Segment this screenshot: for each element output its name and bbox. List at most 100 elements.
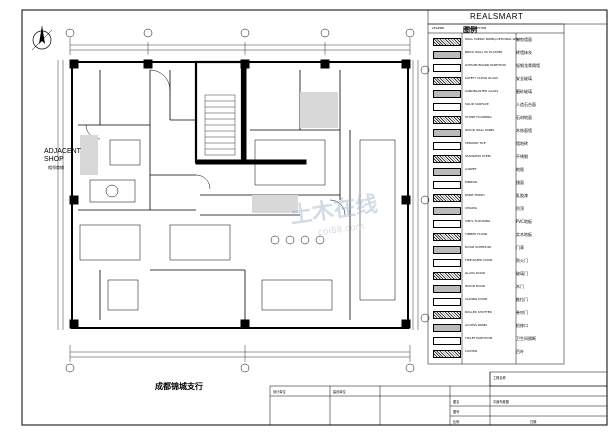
legend-description: ACCESS PANEL [465, 323, 488, 327]
legend-description-cn: 乳胶漆 [516, 193, 528, 198]
legend-row: ROLLER SHUTTER 卷帘门 [430, 308, 562, 321]
legend-symbol-icon [433, 350, 461, 358]
legend-symbol-icon [433, 129, 461, 137]
legend-description-cn: 推拉门 [516, 297, 528, 302]
legend-symbol-icon [433, 51, 461, 59]
legend-description: CEILING [465, 206, 477, 210]
legend-row: CARPET 地毯 [430, 165, 562, 178]
legend-description: BRICK WALL W/ PLASTER [465, 50, 503, 54]
legend-description: DOOR SCHEDULE [465, 245, 492, 249]
legend-description-cn: 木门 [516, 284, 524, 289]
title-block-cell: 设计单位 [273, 390, 286, 394]
legend-description: VINYL FLOORING [465, 219, 491, 223]
legend-symbol-icon [433, 90, 461, 98]
legend-description: FIRE RATED DOOR [465, 258, 493, 262]
legend-symbol-icon [433, 259, 461, 267]
legend-description: CARPET [465, 167, 477, 171]
legend-description-cn: 地毯 [516, 167, 524, 172]
legend-description-cn: 软包墙面 [516, 37, 532, 42]
north-arrow-icon [31, 25, 53, 51]
legend-row: WOOD DOOR 木门 [430, 282, 562, 295]
legend-row: GLASS DOOR 玻璃门 [430, 269, 562, 282]
legend-description-cn: 吊顶 [516, 206, 524, 211]
legend-row: WALL FABRIC PANEL(OPTIONAL WALL)软包墙面 [430, 35, 562, 48]
legend-symbol-icon [433, 194, 461, 202]
legend-symbol-icon [433, 324, 461, 332]
legend-symbol-icon [433, 38, 461, 46]
brand-logo: REALSMART [470, 12, 524, 21]
legend-symbol-icon [433, 77, 461, 85]
legend-symbol-icon [433, 142, 461, 150]
title-block-cell: 建设单位 [333, 390, 346, 394]
legend-description: SAFETY CLEAR GLASS [465, 76, 498, 80]
legend-col-symbol: LEGEND [432, 26, 445, 30]
title-block-cell: 比例 [453, 420, 460, 424]
legend-symbol-icon [433, 298, 461, 306]
legend-description: SANDBLASTED GLASS [465, 89, 499, 93]
legend-description-cn: 卫生间隔断 [516, 336, 536, 341]
legend-description: GYPSUM BOARD PARTITION [465, 63, 506, 67]
legend-row: PAINT FINISH 乳胶漆 [430, 191, 562, 204]
legend-row: MIRROR 镜面 [430, 178, 562, 191]
legend-symbol-icon [433, 181, 461, 189]
legend-description-cn: 门表 [516, 245, 524, 250]
legend-description-cn: 人造石台面 [516, 102, 536, 107]
legend-symbol-icon [433, 207, 461, 215]
legend-description: WOOD WALL PANEL [465, 128, 495, 132]
legend-row: WOOD WALL PANEL 木饰面墙 [430, 126, 562, 139]
legend-description: SLIDING DOOR [465, 297, 488, 301]
legend-row: CEILING 吊顶 [430, 204, 562, 217]
legend-description-cn: 不锈钢 [516, 154, 528, 159]
legend-row: BRICK WALL W/ PLASTER 砖墙抹灰 [430, 48, 562, 61]
legend-description: PAINT FINISH [465, 193, 485, 197]
legend-description-cn: 木饰面墙 [516, 128, 532, 133]
legend-row: TOILET PARTITION 卫生间隔断 [430, 334, 562, 347]
legend-symbol-icon [433, 220, 461, 228]
title-block-cell: 工程名称 [493, 376, 506, 380]
drawing-title: 成都锦城支行 [155, 382, 203, 391]
title-block-cell: 图名 [453, 400, 460, 404]
legend-symbol-icon [433, 116, 461, 124]
legend-description: TOILET PARTITION [465, 336, 493, 340]
legend-description-cn: 砖墙抹灰 [516, 50, 532, 55]
legend-description: STONE FLOORING [465, 115, 492, 119]
legend-description: GLASS DOOR [465, 271, 485, 275]
title-block-cell: 图号 [453, 410, 460, 414]
legend-symbol-icon [433, 168, 461, 176]
legend-symbol-icon [433, 246, 461, 254]
legend-description: WOOD DOOR [465, 284, 486, 288]
legend-description-cn: 墙地砖 [516, 141, 528, 146]
legend-row: DOOR SCHEDULE 门表 [430, 243, 562, 256]
legend-description-cn: 石材地面 [516, 115, 532, 120]
legend-row: STONE FLOORING 石材地面 [430, 113, 562, 126]
title-block-cell: 日期 [530, 420, 537, 424]
legend-row: VINYL FLOORING PVC地板 [430, 217, 562, 230]
legend-description: MIRROR [465, 180, 478, 184]
legend-description: ROLLER SHUTTER [465, 310, 492, 314]
legend-row: SAFETY CLEAR GLASS 安全玻璃 [430, 74, 562, 87]
adjacent-shop-label-cn: 相邻商铺 [48, 165, 64, 170]
legend-description: LOUVER [465, 349, 478, 353]
legend-description-cn: 玻璃门 [516, 271, 528, 276]
legend-symbol-icon [433, 155, 461, 163]
legend-description-cn: PVC地板 [516, 219, 532, 224]
legend-description-cn: 卷帘门 [516, 310, 528, 315]
legend-symbol-icon [433, 103, 461, 111]
adjacent-shop-label-line2: SHOP [44, 156, 64, 163]
legend-description-cn: 实木地板 [516, 232, 532, 237]
legend-description-cn: 安全玻璃 [516, 76, 532, 81]
legend-col-description: DESCRIPTION [466, 26, 487, 30]
legend-symbol-icon [433, 337, 461, 345]
legend-symbol-icon [433, 64, 461, 72]
legend-description-cn: 镜面 [516, 180, 524, 185]
legend-description: TIMBER FLOOR [465, 232, 488, 236]
legend-description: WALL FABRIC PANEL(OPTIONAL WALL) [465, 37, 522, 41]
legend-symbol-icon [433, 311, 461, 319]
